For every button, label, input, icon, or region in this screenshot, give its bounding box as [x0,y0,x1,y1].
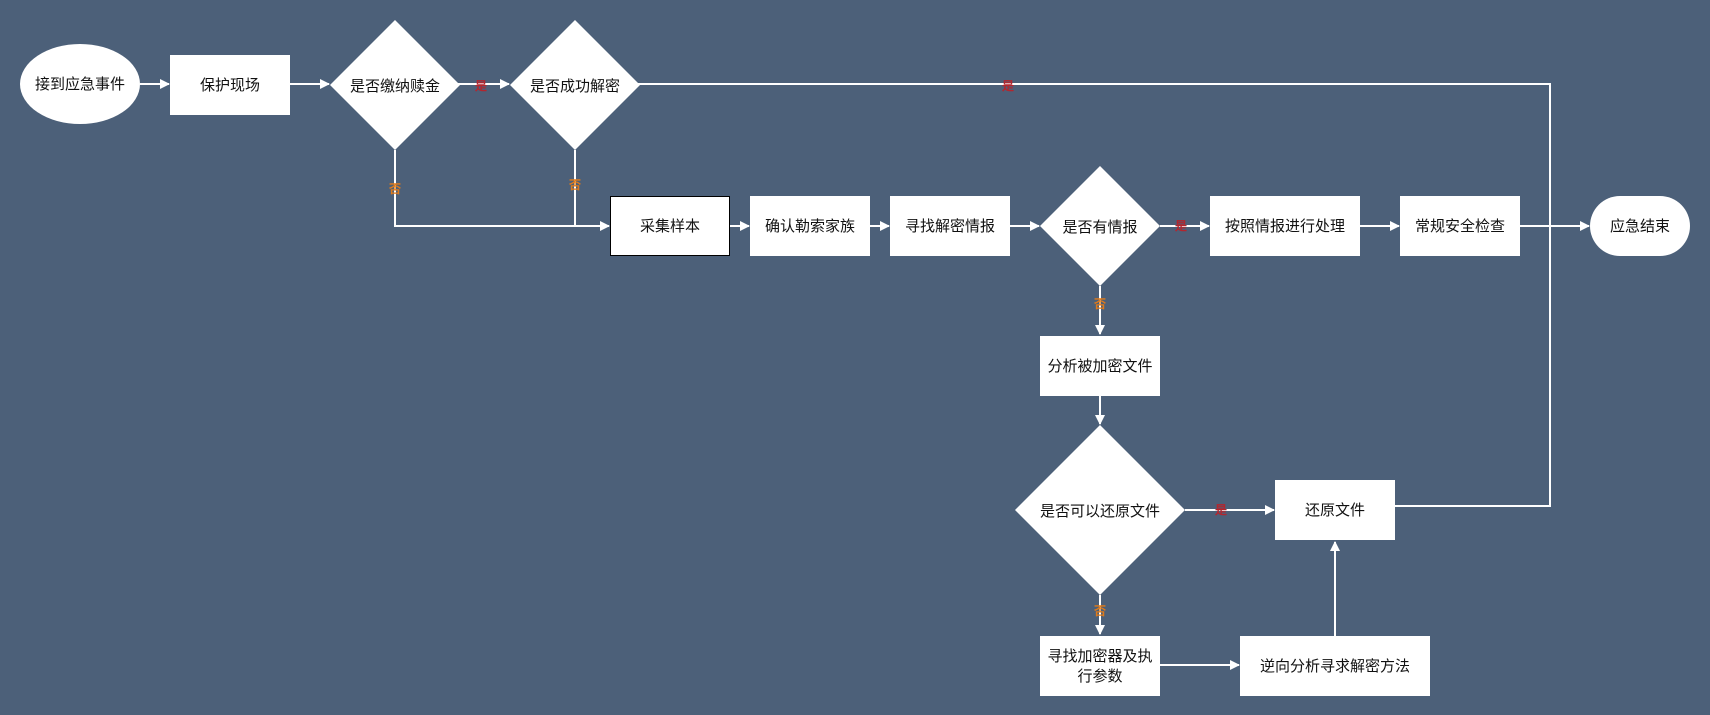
node-can-restore[interactable]: 是否可以还原文件 [1015,425,1185,595]
label-no-can-restore: 否 [1094,604,1107,618]
node-start[interactable]: 接到应急事件 [20,44,140,124]
node-has-intel[interactable]: 是否有情报 [1040,166,1160,286]
label-no-decrypt-success: 否 [569,178,582,192]
node-has-intel-label: 是否有情报 [1062,217,1138,236]
diamond-shape [330,20,460,150]
node-security-check[interactable]: 常规安全检查 [1400,196,1520,256]
node-confirm-family[interactable]: 确认勒索家族 [750,196,870,256]
label-yes-can-restore: 是 [1215,503,1228,517]
node-decrypt-success[interactable]: 是否成功解密 [510,20,640,150]
node-reverse-analysis-label: 逆向分析寻求解密方法 [1259,657,1410,675]
diamond-shape [1015,425,1185,595]
label-no-has-intel: 否 [1094,297,1107,311]
label-no-paid-ransom: 否 [389,182,402,196]
edge-decrypt-success-yes [638,83,1551,226]
node-end[interactable]: 应急结束 [1590,196,1690,256]
node-analyze-files[interactable]: 分析被加密文件 [1040,336,1160,396]
node-find-intel-label: 寻找解密情报 [904,217,995,235]
node-paid-ransom-label: 是否缴纳赎金 [349,76,440,95]
node-restore-files-label: 还原文件 [1304,501,1365,519]
diamond-shape [1040,166,1160,286]
label-yes-paid-ransom: 是 [475,79,488,93]
node-paid-ransom[interactable]: 是否缴纳赎金 [330,20,460,150]
node-reverse-analysis[interactable]: 逆向分析寻求解密方法 [1240,636,1430,696]
node-protect-label: 保护现场 [199,76,260,94]
node-confirm-family-label: 确认勒索家族 [764,217,855,235]
node-decrypt-success-label: 是否成功解密 [529,76,620,95]
node-find-encryptor[interactable]: 寻找加密器及执行参数 [1040,636,1160,696]
node-collect-sample[interactable]: 采集样本 [610,196,730,256]
node-process-by-intel-label: 按照情报进行处理 [1224,217,1345,235]
edge-restore-to-end-line [1395,226,1551,507]
label-yes-decrypt-success: 是 [1002,79,1015,93]
node-security-check-label: 常规安全检查 [1414,217,1505,235]
node-find-intel[interactable]: 寻找解密情报 [890,196,1010,256]
node-analyze-files-label: 分析被加密文件 [1047,357,1153,375]
label-yes-has-intel: 是 [1175,219,1188,233]
node-find-encryptor-label: 寻找加密器及执行参数 [1047,647,1153,685]
edge-paid-ransom-no [394,150,610,231]
node-protect[interactable]: 保护现场 [170,55,290,115]
node-end-label: 应急结束 [1609,217,1670,235]
diamond-shape [510,20,640,150]
node-start-label: 接到应急事件 [34,75,125,93]
node-process-by-intel[interactable]: 按照情报进行处理 [1210,196,1360,256]
node-can-restore-label: 是否可以还原文件 [1039,501,1160,520]
node-collect-sample-label: 采集样本 [639,217,700,235]
node-restore-files[interactable]: 还原文件 [1275,480,1395,540]
